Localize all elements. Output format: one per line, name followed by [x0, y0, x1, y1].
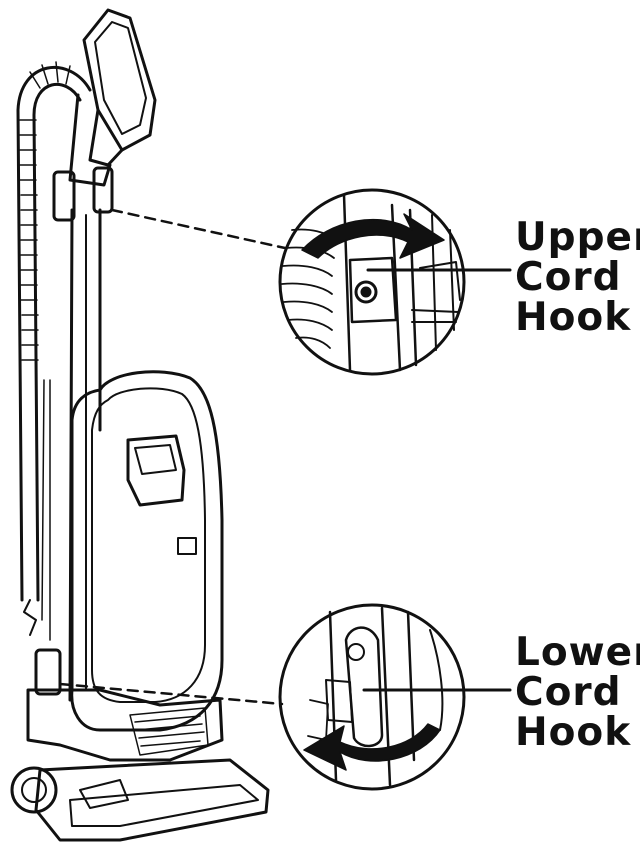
power-cord: [41, 379, 51, 641]
vacuum-cleaner: [10, 8, 270, 842]
logo-badge: [177, 537, 197, 555]
hose: [16, 61, 92, 602]
upper-detail-circle: [278, 188, 466, 376]
lower-label-line1: Lower: [515, 630, 640, 675]
lower-cord-hook-label: Lower Cord Hook: [515, 633, 640, 753]
handle-grip: [82, 8, 157, 152]
upper-label-line1: Upper: [515, 215, 640, 260]
canister-latch: [126, 434, 186, 507]
lower-label-line2: Cord: [515, 670, 622, 715]
upper-cord-hook-label: Upper Cord Hook: [515, 218, 640, 338]
motor-housing: [26, 688, 224, 762]
upper-leader-line: [110, 208, 287, 250]
lower-leader-line: [58, 682, 284, 706]
upper-label-line3: Hook: [515, 295, 632, 340]
hook-screw: [354, 280, 378, 304]
lower-detail-circle: [278, 603, 466, 791]
upper-hook-bracket: [52, 170, 76, 222]
rear-wheel: [10, 766, 58, 814]
lower-label-line3: Hook: [515, 710, 632, 755]
curved-arrow-left-icon: [303, 723, 441, 771]
curved-arrow-right-icon: [301, 213, 445, 259]
floor-nozzle: [34, 758, 270, 842]
upper-label-line2: Cord: [515, 255, 622, 300]
lower-hook-bracket: [34, 648, 62, 696]
canister-housing: [70, 370, 224, 732]
